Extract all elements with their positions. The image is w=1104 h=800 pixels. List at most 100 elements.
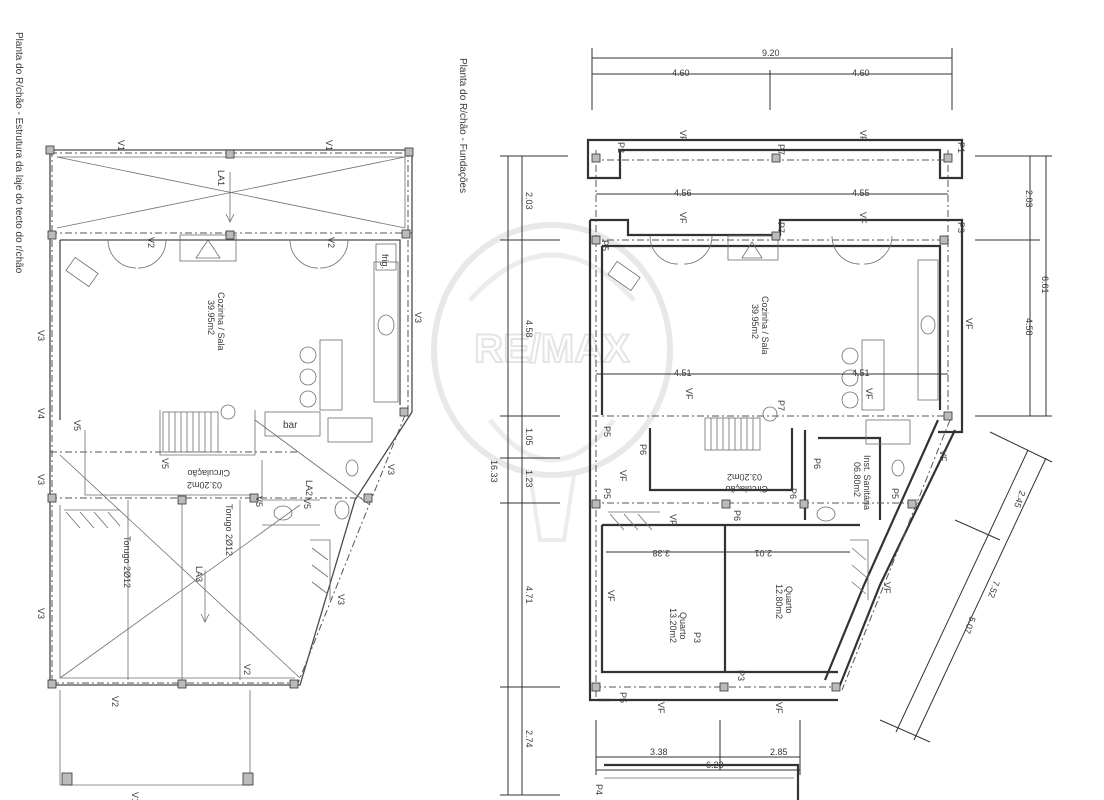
remax-watermark-text: RE/MAX: [474, 327, 630, 371]
right-vf-g: VF: [864, 388, 874, 400]
dimension-lines: 9.20 4.60 4.60 4.56 4.55 4.51 4.51 3.38 …: [489, 48, 1053, 796]
left-stairs: [162, 411, 219, 453]
right-plan-title: Planta do R/chão - Fundações: [457, 58, 468, 193]
left-beam-v5-b: V5: [160, 458, 170, 469]
dim-low-a: 3.38: [652, 548, 670, 558]
dim-bottom-b: 2.85: [770, 747, 788, 757]
right-circ-name: Circulação: [725, 484, 768, 494]
left-beam-v3-f: V3: [336, 594, 346, 605]
right-bath-name: Inst. Sanitária: [862, 455, 872, 510]
right-pillar-p4: P4: [594, 784, 604, 795]
left-circ-name: Circulação: [187, 468, 230, 478]
dim-bottom-a: 3.38: [650, 747, 668, 757]
right-plan: Cozinha / Sala 39.95m2 Circulação 03.20m…: [586, 130, 974, 800]
right-vf-m: VF: [656, 702, 666, 714]
right-pillar-p6-d: P6: [732, 510, 742, 521]
left-beam-v3-a: V3: [36, 330, 46, 341]
right-pillar-p3-b: P3: [692, 632, 702, 643]
left-beam-v1-b: V1: [324, 140, 334, 151]
dim-second-b: 4.55: [852, 188, 870, 198]
left-beam-v3-c: V3: [36, 474, 46, 485]
right-stairs: [704, 417, 761, 451]
dim-second-a: 4.56: [674, 188, 692, 198]
dim-left-c: 1.05: [524, 428, 534, 446]
left-beam-la1: LA1: [216, 170, 226, 186]
right-bath-area: 06.80m2: [852, 462, 862, 497]
left-beam-v2-a: V2: [146, 237, 156, 248]
remax-watermark: RE/MAX: [431, 222, 673, 542]
dim-left-total: 16.33: [489, 460, 499, 483]
right-pillar-p6-a: P6: [638, 444, 648, 455]
right-pillar-p5-d: P5: [618, 692, 628, 703]
right-pillar-p3-c: P3: [736, 670, 746, 681]
right-pillar-p6-c: P6: [788, 488, 798, 499]
right-pillar-p5-e: P5: [890, 488, 900, 499]
left-beam-v2-c: V2: [110, 696, 120, 707]
right-vf-h: VF: [618, 470, 628, 482]
left-circ-area: 03.20m2: [187, 480, 222, 490]
left-kitchen-name: Cozinha / Sala: [216, 292, 226, 351]
left-beam-v5-d: V5: [302, 498, 312, 509]
right-pillar-p7-a: P7: [776, 144, 786, 155]
left-beam-v3-d: V3: [36, 608, 46, 619]
left-beam-v4: V4: [36, 408, 46, 419]
right-vf-e: VF: [964, 318, 974, 330]
left-beam-v2-b: V2: [326, 237, 336, 248]
right-vf-f: VF: [684, 388, 694, 400]
right-pillar-p5-a: P5: [600, 240, 610, 251]
balloon-icon: [431, 222, 673, 542]
left-beam-torugo-b: Torugo 2Ø12: [224, 504, 234, 556]
right-room2-area: 12.80m2: [774, 584, 784, 619]
dim-left-f: 2.74: [524, 730, 534, 748]
right-room1-area: 13.20m2: [668, 608, 678, 643]
left-plan: frig. bar: [36, 140, 423, 800]
dim-low-b: 2.01: [754, 548, 772, 558]
right-kitchen-name: Cozinha / Sala: [760, 296, 770, 355]
left-beam-la2: LA2: [304, 480, 314, 496]
left-beam-torugo-a: Torugo 2Ø12: [122, 536, 132, 588]
dim-diag-total: 7.52: [986, 579, 1001, 599]
right-vf-b: VF: [858, 130, 868, 142]
right-vf-k: VF: [606, 590, 616, 602]
right-pillar-p7-b: P7: [776, 222, 786, 233]
right-pillar-p2: P2: [616, 142, 626, 153]
dim-diag-a: 2.45: [1012, 489, 1027, 509]
right-vf-a: VF: [678, 130, 688, 142]
right-vf-n: VF: [774, 702, 784, 714]
dim-right-b: 4.58: [1024, 318, 1034, 336]
left-beam-v2-d: V2: [242, 664, 252, 675]
right-pillar-p7-c: P7: [776, 400, 786, 411]
right-vf-j: VF: [668, 514, 678, 526]
right-pillar-p3-a: P3: [956, 222, 966, 233]
right-circ-area: 03.20m2: [727, 472, 762, 482]
dim-diag-b: 5.07: [962, 615, 977, 635]
right-room2-name: Quarto: [784, 586, 794, 614]
dim-left-a: 2.03: [524, 192, 534, 210]
right-pillar-p6-b: P6: [812, 458, 822, 469]
right-kitchen-area: 39.95m2: [750, 304, 760, 339]
right-vf-i: VF: [938, 450, 948, 462]
right-vf-l: VF: [882, 582, 892, 594]
dim-top-total: 9.20: [762, 48, 780, 58]
right-pillar-p1: P1: [956, 142, 966, 153]
left-plan-title: Planta do R/chão - Estrutura da laje do …: [13, 32, 24, 274]
dim-left-b: 4.58: [524, 320, 534, 338]
dim-mid-a: 4.51: [674, 368, 692, 378]
left-bar-label: bar: [283, 420, 298, 431]
dim-top-half-a: 4.60: [672, 68, 690, 78]
dim-top-half-b: 4.60: [852, 68, 870, 78]
right-vf-c: VF: [678, 212, 688, 224]
right-pillar-p5-b: P5: [602, 426, 612, 437]
left-beam-v3-e: V3: [386, 464, 396, 475]
dim-right-total: 6.61: [1040, 276, 1050, 294]
dim-left-e: 4.71: [524, 586, 534, 604]
left-kitchen-area: 39.95m2: [206, 300, 216, 335]
dim-mid-b: 4.51: [852, 368, 870, 378]
left-beam-v5-a: V5: [72, 420, 82, 431]
left-beam-v1-a: V1: [116, 140, 126, 151]
dim-bottom-total: 6.23: [706, 760, 724, 770]
dim-right-a: 2.03: [1024, 190, 1034, 208]
left-beam-la3: LA3: [194, 566, 204, 582]
